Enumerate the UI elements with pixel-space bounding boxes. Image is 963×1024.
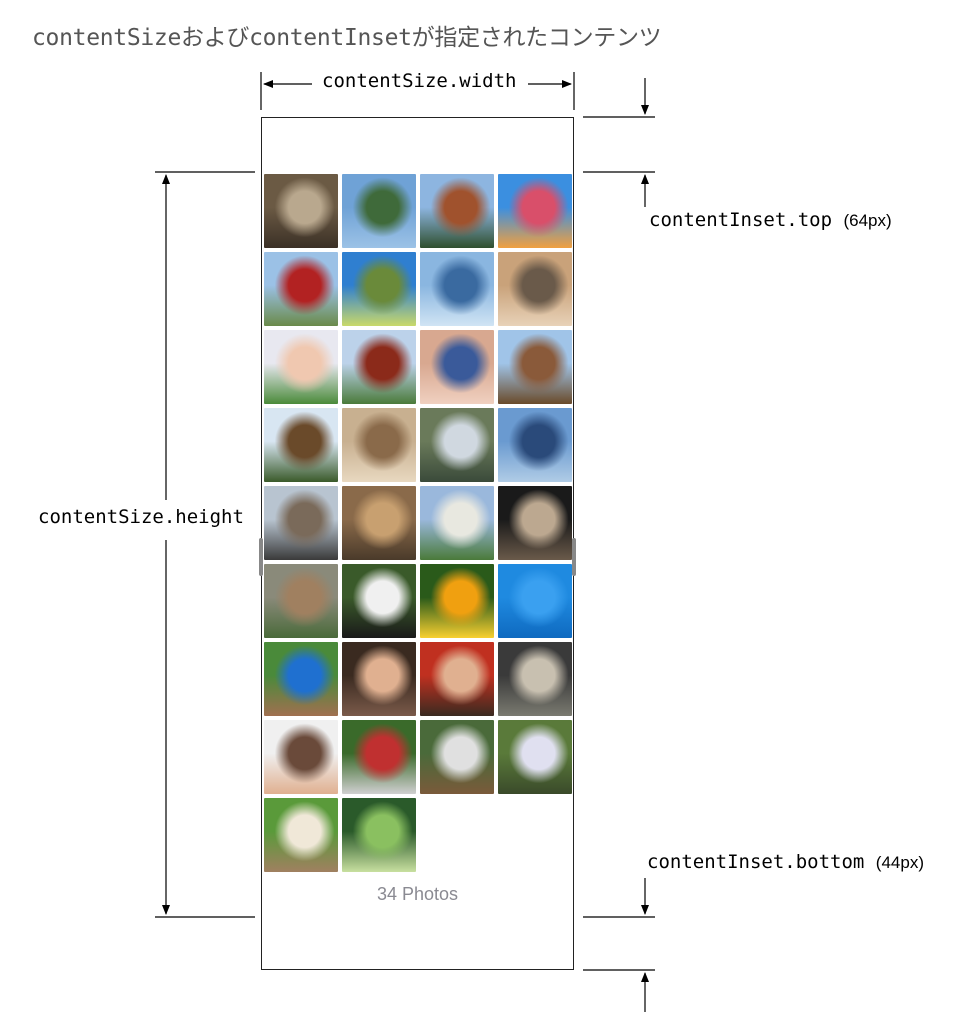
photo-thumbnail-lake-water[interactable] [420, 252, 494, 326]
photo-thumbnail-boy-window[interactable] [264, 720, 338, 794]
right-side-handle [572, 538, 576, 576]
photo-thumbnail-kid-log[interactable] [342, 720, 416, 794]
photo-thumbnail-river-rocks[interactable] [420, 408, 494, 482]
photo-thumbnail-lake-sky[interactable] [498, 408, 572, 482]
photo-thumbnail-kid-forest[interactable] [420, 720, 494, 794]
photo-thumbnail-girl-face[interactable] [342, 642, 416, 716]
photo-count-label: 34 Photos [376, 884, 459, 904]
photo-thumbnail-baby-hat[interactable] [264, 330, 338, 404]
photo-thumbnail-ceiling-wood[interactable] [342, 408, 416, 482]
inset-top-label: contentInset.top (64px) [649, 209, 892, 231]
photo-thumbnail-cat-lying[interactable] [498, 642, 572, 716]
photo-thumbnail-lily[interactable] [420, 564, 494, 638]
left-side-handle [259, 538, 263, 576]
photo-thumbnail-blue-rattle[interactable] [264, 642, 338, 716]
photo-thumbnail-house[interactable] [420, 486, 494, 560]
photo-thumbnail-boy-grass[interactable] [264, 798, 338, 872]
inset-bottom-name: contentInset.bottom [647, 851, 865, 873]
photo-thumbnail-mill-building[interactable] [264, 486, 338, 560]
page-title: contentSizeおよびcontentInsetが指定されたコンテンツ [32, 25, 662, 51]
photo-thumbnail-blue-pool[interactable] [498, 564, 572, 638]
photo-thumbnail-road-autumn[interactable] [420, 174, 494, 248]
photo-thumbnail-girl-red[interactable] [420, 642, 494, 716]
inset-bottom-value: (44px) [875, 853, 924, 872]
photo-thumbnail-camels[interactable] [264, 564, 338, 638]
photo-thumbnail-autumn-leaves[interactable] [498, 174, 572, 248]
photo-thumbnail-red-barn[interactable] [264, 252, 338, 326]
photo-thumbnail-lake-tree[interactable] [342, 174, 416, 248]
photo-thumbnail-cats[interactable] [498, 252, 572, 326]
photo-thumbnail-building-tree[interactable] [264, 408, 338, 482]
photo-thumbnail-blue-chair[interactable] [342, 252, 416, 326]
photo-thumbnail-timber-frame[interactable] [498, 330, 572, 404]
photo-thumbnail-kid-trees[interactable] [498, 720, 572, 794]
photo-thumbnail-workshop[interactable] [342, 486, 416, 560]
photo-thumbnail-church[interactable] [342, 330, 416, 404]
photo-thumbnail-newborn[interactable] [420, 330, 494, 404]
photo-thumbnail-cow-toy[interactable] [342, 564, 416, 638]
photo-thumbnail-donkey[interactable] [264, 174, 338, 248]
height-label: contentSize.height [38, 506, 244, 528]
inset-top-name: contentInset.top [649, 209, 833, 231]
width-label: contentSize.width [320, 70, 519, 92]
photo-thumbnail-field-kid[interactable] [342, 798, 416, 872]
photo-thumbnail-cat-dark[interactable] [498, 486, 572, 560]
inset-bottom-label: contentInset.bottom (44px) [647, 851, 924, 873]
inset-top-value: (64px) [843, 211, 892, 230]
